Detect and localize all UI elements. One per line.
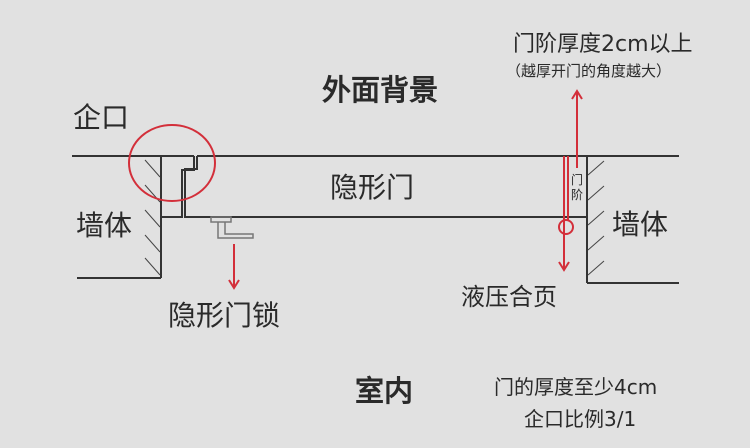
door-lock-handle: [210, 216, 254, 239]
wall-right-label: 墙体: [612, 208, 669, 241]
door-thickness-note: 门的厚度至少4cm: [494, 375, 658, 399]
rebate-label: 企口: [73, 101, 130, 134]
wall-lines: [72, 155, 679, 284]
step-angle-note: （越厚开门的角度越大）: [506, 62, 672, 80]
wall-hatching: [144, 159, 605, 276]
inside-label: 室内: [355, 374, 414, 408]
hinge-label: 液压合页: [461, 283, 557, 311]
wall-left-label: 墙体: [76, 209, 133, 242]
step-thickness-note: 门阶厚度2cm以上: [513, 32, 693, 57]
rebate-ratio-note: 企口比例3/1: [524, 407, 637, 431]
red-annotations: [128, 89, 583, 290]
step-label: 门阶: [571, 173, 584, 202]
lock-label: 隐形门锁: [168, 299, 281, 332]
door-label: 隐形门: [330, 171, 415, 204]
outside-label: 外面背景: [322, 73, 439, 107]
